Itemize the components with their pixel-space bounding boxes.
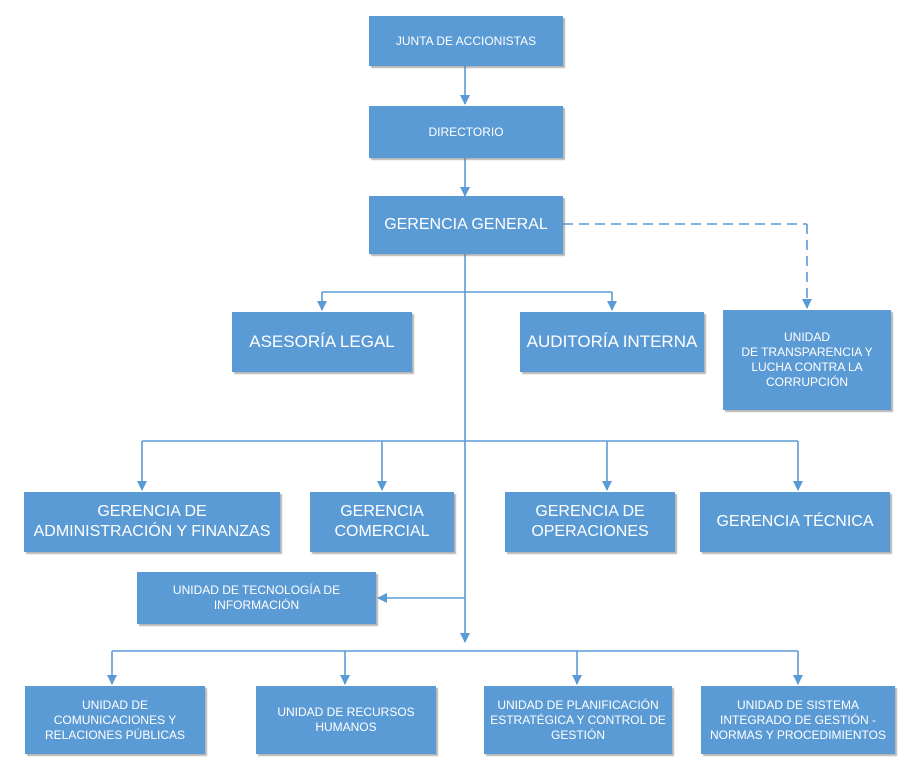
node-unidad-sistema-integrado: UNIDAD DE SISTEMA INTEGRADO DE GESTIÓN -…	[701, 686, 895, 754]
node-gerencia-tecnica: GERENCIA TÉCNICA	[700, 492, 890, 552]
node-junta-accionistas: JUNTA DE ACCIONISTAS	[369, 16, 563, 66]
node-gerencia-general: GERENCIA GENERAL	[369, 196, 563, 254]
node-unidad-planificacion: UNIDAD DE PLANIFICACIÓN ESTRATÉGICA Y CO…	[484, 686, 672, 754]
node-unidad-transparencia: UNIDAD DE TRANSPARENCIA Y LUCHA CONTRA L…	[723, 310, 891, 410]
node-asesoria-legal: ASESORÍA LEGAL	[232, 312, 412, 372]
node-gerencia-operaciones: GERENCIA DE OPERACIONES	[505, 492, 675, 552]
node-unidad-tecnologia-informacion: UNIDAD DE TECNOLOGÍA DE INFORMACIÓN	[137, 572, 376, 624]
node-gerencia-comercial: GERENCIA COMERCIAL	[310, 492, 454, 552]
node-auditoria-interna: AUDITORÍA INTERNA	[520, 312, 704, 372]
node-gerencia-administracion-finanzas: GERENCIA DE ADMINISTRACIÓN Y FINANZAS	[24, 492, 280, 552]
node-unidad-recursos-humanos: UNIDAD DE RECURSOS HUMANOS	[256, 686, 436, 754]
node-unidad-comunicaciones: UNIDAD DE COMUNICACIONES Y RELACIONES PÚ…	[25, 686, 205, 754]
node-directorio: DIRECTORIO	[369, 106, 563, 158]
